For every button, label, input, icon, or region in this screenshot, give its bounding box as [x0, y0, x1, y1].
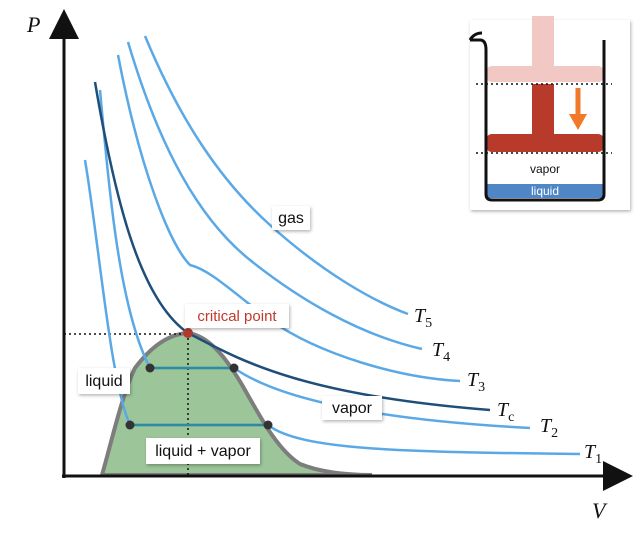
beaker-spout — [468, 31, 483, 41]
piston-head — [486, 134, 604, 152]
saturation-point — [229, 363, 239, 373]
x-axis-label: V — [592, 498, 608, 523]
piston-cylinder-inset: vapor liquid — [468, 16, 630, 210]
svg-text:liquid: liquid — [85, 373, 122, 390]
arrow-head-icon — [569, 114, 587, 130]
liquid-layer — [487, 184, 603, 198]
y-axis-label: P — [26, 12, 40, 37]
saturation-point — [263, 420, 273, 430]
inset-liquid-label: liquid — [531, 184, 559, 198]
isotherm-label-t3: T3 — [467, 369, 485, 395]
isotherm-label-tc: Tc — [497, 399, 514, 425]
svg-text:gas: gas — [278, 210, 304, 227]
isotherm-label-t2: T2 — [540, 415, 558, 441]
critical-point-label: critical point — [185, 304, 289, 328]
gas-label: gas — [272, 206, 310, 230]
isotherm-t4 — [126, 41, 423, 351]
isotherm-t3 — [116, 54, 461, 383]
saturation-point — [125, 420, 135, 430]
critical-point-marker — [183, 328, 193, 338]
piston-head-light — [486, 66, 604, 82]
inset-vapor-label: vapor — [530, 162, 560, 176]
svg-text:critical point: critical point — [197, 308, 277, 325]
piston-rod-light — [532, 16, 554, 68]
svg-text:liquid + vapor: liquid + vapor — [155, 443, 251, 460]
beaker-outline — [470, 38, 606, 202]
isotherm-label-t1: T1 — [584, 441, 602, 467]
liquid-vapor-label: liquid + vapor — [146, 438, 260, 464]
piston-rod — [532, 84, 554, 134]
isotherm-label-t4: T4 — [432, 339, 450, 365]
liquid-label: liquid — [78, 368, 130, 394]
isotherm-t5 — [143, 35, 409, 316]
saturation-point — [145, 363, 155, 373]
isotherm-label-t5: T5 — [414, 305, 432, 331]
svg-text:vapor: vapor — [332, 400, 373, 417]
vapor-label: vapor — [322, 396, 382, 420]
